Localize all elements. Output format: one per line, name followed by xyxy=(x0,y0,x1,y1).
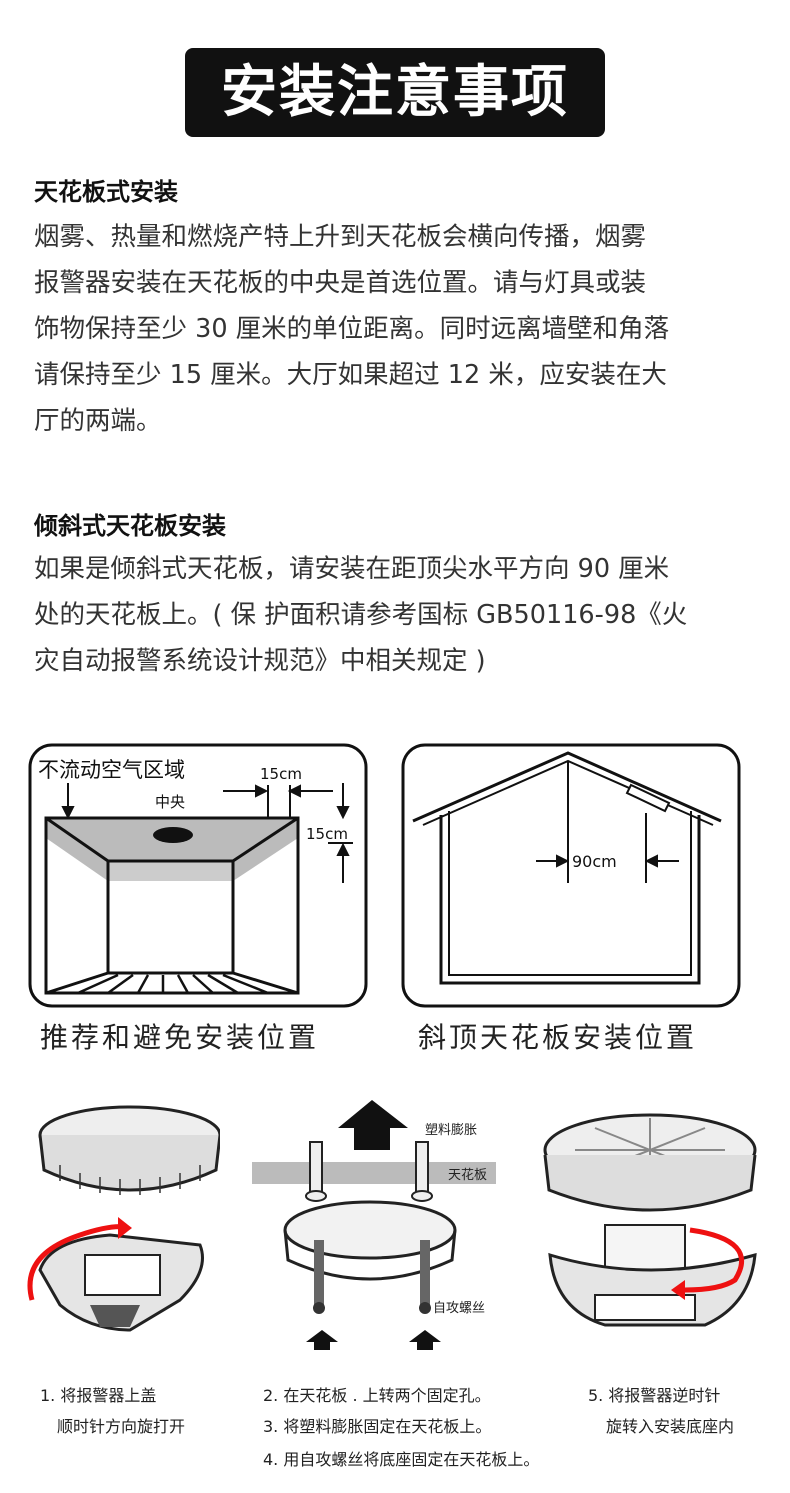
step-5-line-1: 5. 将报警器逆时针 xyxy=(588,1386,721,1405)
dead-air-label: 不流动空气区域 xyxy=(38,758,185,782)
step-2: 2. 在天花板 . 上转两个固定孔。 xyxy=(263,1386,491,1405)
step-4: 4. 用自攻螺丝将底座固定在天花板上。 xyxy=(263,1450,540,1469)
anchor-label: 塑料膨胀 xyxy=(425,1123,477,1138)
paragraph-line: 厅的两端。 xyxy=(34,406,162,436)
15cm-horizontal-label: 15cm xyxy=(260,765,302,783)
section-heading-sloped: 倾斜式天花板安装 xyxy=(34,512,226,540)
ceiling-label: 天花板 xyxy=(448,1167,487,1183)
paragraph-line: 请保持至少 15 厘米。大厅如果超过 12 米，应安装在大 xyxy=(34,360,667,390)
right-diagram-caption: 斜顶天花板安装位置 xyxy=(418,1021,698,1054)
paragraph-line: 报警器安装在天花板的中央是首选位置。请与灯具或装 xyxy=(34,268,647,298)
15cm-vertical-label: 15cm xyxy=(306,825,348,843)
step-5-line-2: 旋转入安装底座内 xyxy=(606,1417,735,1436)
room-placement-diagram: 不流动空气区域 中央 15cm 15cm xyxy=(28,743,368,1008)
step-1-line-2: 顺时针方向旋打开 xyxy=(57,1417,186,1436)
paragraph-line: 灾自动报警系统设计规范》中相关规定 ) xyxy=(34,646,486,676)
mounting-base-illustration: 塑料膨胀 天花板 自攻螺丝 xyxy=(252,1100,496,1350)
paragraph-line: 处的天花板上。( 保 护面积请参考国标 GB50116-98《火 xyxy=(34,600,688,630)
paragraph-line: 烟雾、热量和燃烧产特上升到天花板会横向传播，烟雾 xyxy=(34,222,647,252)
screw-label: 自攻螺丝 xyxy=(433,1301,485,1316)
sloped-ceiling-diagram: 90cm xyxy=(401,743,741,1008)
step-3: 3. 将塑料膨胀固定在天花板上。 xyxy=(263,1417,492,1436)
paragraph-line: 如果是倾斜式天花板，请安装在距顶尖水平方向 90 厘米 xyxy=(34,554,670,584)
left-diagram-caption: 推荐和避免安装位置 xyxy=(40,1021,320,1054)
insert-detector-illustration xyxy=(543,1113,757,1327)
section-heading-ceiling: 天花板式安装 xyxy=(34,178,178,206)
paragraph-line: 饰物保持至少 30 厘米的单位距离。同时远离墙壁和角落 xyxy=(34,314,670,344)
page-title: 安装注意事项 xyxy=(185,48,605,137)
center-label: 中央 xyxy=(155,793,185,811)
step-1-line-1: 1. 将报警器上盖 xyxy=(40,1386,157,1405)
90cm-label: 90cm xyxy=(572,852,617,871)
open-cover-illustration xyxy=(27,1105,220,1332)
